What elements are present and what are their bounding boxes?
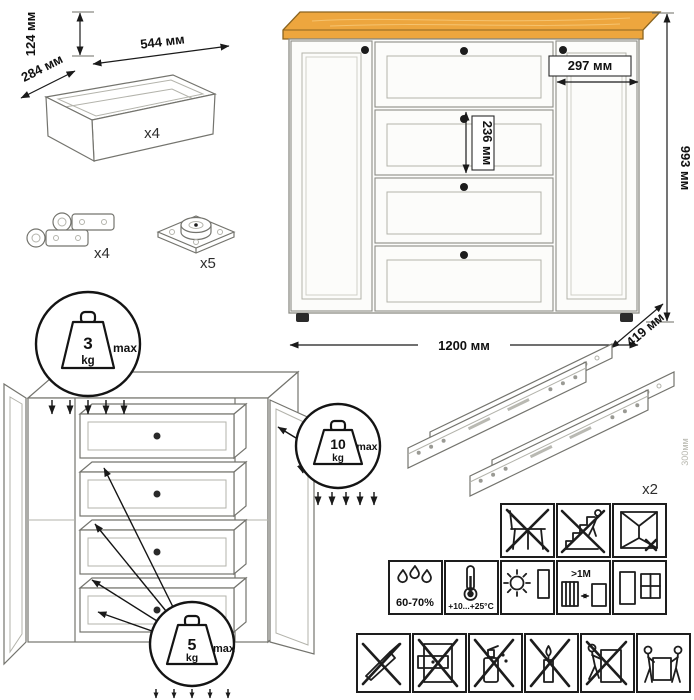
load-doors-value: 10 bbox=[330, 436, 346, 452]
heat-distance-label: >1M bbox=[571, 569, 591, 580]
care-cell-heat-distance: >1M bbox=[556, 560, 611, 615]
load-badge-doors: 10 kg max bbox=[277, 402, 382, 506]
slide-2 bbox=[469, 371, 675, 497]
dim-dresser-width: 1200 мм bbox=[289, 336, 639, 354]
ventilation-icon bbox=[619, 571, 661, 605]
load-top-unit: kg bbox=[81, 355, 94, 367]
drawer-box-diagram: x4 124 мм 544 мм 284 мм bbox=[19, 11, 230, 163]
load-doors-unit: kg bbox=[332, 453, 344, 464]
load-drawers-max: max bbox=[213, 643, 236, 655]
humidity-label: 60-70% bbox=[396, 597, 434, 609]
open-dresser-view: 3 kg max 10 kg max bbox=[3, 290, 382, 699]
dim-drawer-front-height-label: 236 мм bbox=[480, 121, 495, 166]
warning-cell-carry-with-two-people bbox=[636, 633, 691, 693]
warning-grid-row2: 60-70% +10...+25°C bbox=[388, 560, 667, 615]
no-dragging-icon bbox=[585, 640, 628, 686]
care-cell-temperature: +10...+25°C bbox=[444, 560, 499, 615]
hinges-icon: x4 bbox=[26, 212, 115, 262]
load-top-arrows bbox=[48, 400, 128, 415]
load-drawers-value: 5 bbox=[188, 637, 197, 654]
dim-drawer-width: 544 мм bbox=[92, 31, 230, 67]
avoid-sunlight-icon bbox=[503, 569, 550, 599]
drawer-knob bbox=[460, 47, 468, 55]
slides-length-note: 300мм bbox=[680, 438, 690, 465]
slides-count: x2 bbox=[642, 481, 658, 498]
no-sharp-tools-icon bbox=[361, 642, 402, 686]
care-cell-ventilation bbox=[612, 560, 667, 615]
dim-dresser-height: 993 мм bbox=[646, 12, 693, 323]
humidity-icon bbox=[397, 565, 432, 584]
open-drawer-2 bbox=[78, 460, 248, 518]
dim-drawer-width-label: 544 мм bbox=[139, 31, 185, 51]
load-doors-arrows bbox=[314, 492, 378, 506]
load-badge-drawers: 5 kg max bbox=[91, 467, 236, 699]
dim-drawer-height-label: 124 мм bbox=[23, 12, 38, 57]
open-drawer-1 bbox=[78, 402, 248, 460]
drawer-front-2 bbox=[374, 109, 554, 176]
hinges-count: x4 bbox=[94, 245, 110, 262]
load-drawers-arrows bbox=[153, 689, 231, 699]
open-drawer-3 bbox=[78, 518, 248, 576]
temperature-label: +10...+25°C bbox=[448, 601, 493, 611]
dim-drawer-front-height: 236 мм bbox=[462, 111, 495, 174]
load-top-max: max bbox=[113, 341, 137, 355]
foot-left bbox=[296, 313, 309, 322]
warning-cell-keep-window-closed bbox=[612, 503, 667, 558]
warning-cell-no-sharp-tools bbox=[356, 633, 411, 693]
warning-cell-no-sitting bbox=[500, 503, 555, 558]
dresser-front-view: 297 мм 236 мм 993 мм 1200 мм 419 мм bbox=[282, 11, 693, 354]
dim-dresser-height-label: 993 мм bbox=[678, 146, 693, 191]
open-drawers bbox=[78, 402, 248, 634]
drawer-slides: x2 300мм bbox=[407, 343, 690, 498]
dim-door-width-label: 297 мм bbox=[568, 58, 613, 73]
warning-cell-no-standing-on-drawers bbox=[412, 633, 467, 693]
drawer-knob bbox=[460, 251, 468, 259]
dim-door-width: 297 мм bbox=[548, 55, 639, 86]
no-open-flame-icon bbox=[529, 638, 571, 688]
left-door-knob bbox=[361, 46, 369, 54]
load-top-value: 3 bbox=[83, 334, 92, 353]
warning-cell-no-climbing bbox=[556, 503, 611, 558]
warning-grid-row1 bbox=[500, 503, 667, 558]
drawer-front-1 bbox=[374, 41, 554, 108]
right-door bbox=[555, 40, 638, 312]
right-door-knob bbox=[559, 46, 567, 54]
no-sitting-icon bbox=[505, 508, 550, 553]
drawer-front-3 bbox=[374, 177, 554, 244]
no-climbing-icon bbox=[560, 509, 606, 554]
temperature-icon bbox=[463, 565, 478, 601]
open-left-door bbox=[3, 382, 27, 666]
warning-grid-row3 bbox=[356, 633, 691, 693]
dim-drawer-depth: 284 мм bbox=[19, 51, 76, 99]
dim-drawer-height: 124 мм bbox=[23, 11, 94, 57]
feet-icon: x5 bbox=[156, 215, 236, 272]
keep-window-closed-icon bbox=[620, 511, 658, 552]
left-door bbox=[290, 40, 373, 312]
feet-count: x5 bbox=[200, 255, 216, 272]
warning-cell-no-open-flame bbox=[524, 633, 579, 693]
carry-with-two-people-icon bbox=[643, 645, 683, 683]
drawer-front-4 bbox=[374, 245, 554, 312]
heat-distance-icon bbox=[561, 581, 607, 607]
drawer-box-count: x4 bbox=[144, 125, 160, 142]
care-cell-humidity: 60-70% bbox=[388, 560, 443, 615]
no-standing-on-drawers-icon bbox=[417, 638, 459, 688]
foot-right bbox=[620, 313, 633, 322]
load-drawers-unit: kg bbox=[186, 652, 198, 664]
care-cell-avoid-sunlight bbox=[500, 560, 555, 615]
slide-1 bbox=[407, 343, 613, 469]
warning-cell-no-dragging bbox=[580, 633, 635, 693]
load-doors-max: max bbox=[356, 441, 377, 453]
drawer-knob bbox=[460, 115, 468, 123]
dim-dresser-width-label: 1200 мм bbox=[438, 338, 490, 353]
load-badge-top: 3 kg max bbox=[34, 290, 142, 415]
warning-cell-no-aggressive-cleaners bbox=[468, 633, 523, 693]
drawer-knob bbox=[460, 183, 468, 191]
no-aggressive-cleaners-icon bbox=[473, 638, 515, 688]
